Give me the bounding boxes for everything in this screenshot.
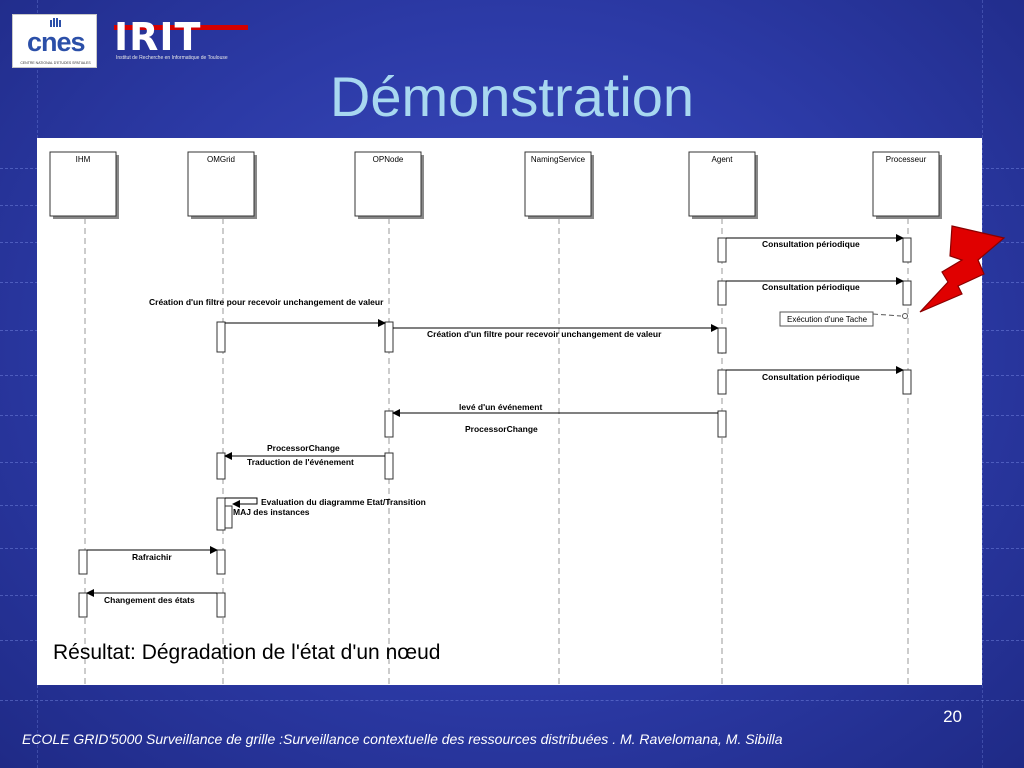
activation-bar xyxy=(216,592,226,618)
lifeline-box-namingservice xyxy=(524,151,592,217)
activation-bar xyxy=(717,280,727,306)
note-connector xyxy=(872,313,902,317)
activation-bar xyxy=(384,452,394,480)
irit-logo: IRIT Institut de Recherche en Informatiq… xyxy=(114,15,248,64)
grid-line xyxy=(982,0,983,768)
activation-bar xyxy=(902,369,912,395)
lifeline-label-agent: Agent xyxy=(712,155,734,164)
message-label: Création d'un filtre pour recevoir uncha… xyxy=(149,297,384,307)
activation-bar xyxy=(224,505,233,529)
lightning-bolt-icon xyxy=(919,225,1006,313)
activation-bar xyxy=(902,237,912,263)
cnes-logo-tagline: CENTRE NATIONAL D'ETUDES SPATIALES xyxy=(20,61,91,65)
cnes-logo: cnes CENTRE NATIONAL D'ETUDES SPATIALES xyxy=(12,14,97,68)
self-message-arrow xyxy=(225,497,258,508)
message-label: Création d'un filtre pour recevoir uncha… xyxy=(427,329,662,339)
slide-title: Démonstration xyxy=(329,65,695,128)
message-label: Consultation périodique xyxy=(762,239,860,249)
lifeline-label-opnode: OPNode xyxy=(373,155,404,164)
result-text: Résultat: Dégradation de l'état d'un nœu… xyxy=(53,641,441,664)
lifeline-box-opnode xyxy=(354,151,422,217)
cnes-logo-word: cnes xyxy=(27,27,86,57)
activation-bar xyxy=(902,280,912,306)
message-label: levé d'un événement xyxy=(459,402,542,412)
activation-bar xyxy=(717,237,727,263)
irit-logo-word: IRIT xyxy=(114,15,202,59)
grid-line xyxy=(0,700,1024,701)
message-label: ProcessorChange xyxy=(267,443,340,453)
message-label: Consultation périodique xyxy=(762,282,860,292)
irit-logo-bar xyxy=(114,25,248,30)
message-label: ProcessorChange xyxy=(465,424,538,434)
note-box xyxy=(779,311,874,327)
activation-bar xyxy=(216,549,226,575)
activation-bar xyxy=(78,549,88,575)
activation-bar xyxy=(384,321,394,353)
note-label: Exécution d'une Tache xyxy=(787,315,868,324)
activation-bar xyxy=(216,321,226,353)
sequence-diagram-canvas: .box { fill: #fff; stroke: #333; stroke-… xyxy=(49,151,942,685)
activation-bar xyxy=(384,410,394,438)
lifeline-box-ihm xyxy=(49,151,117,217)
irit-logo-tagline: Institut de Recherche en Informatique de… xyxy=(116,55,228,61)
activation-bar xyxy=(717,410,727,438)
lifeline-label-processeur: Processeur xyxy=(886,155,927,164)
lifeline-label-omgrid: OMGrid xyxy=(207,155,235,164)
activation-bar xyxy=(717,327,727,354)
message-label: MAJ des instances xyxy=(233,507,310,517)
message-label: Rafraichir xyxy=(132,552,172,562)
activation-bar xyxy=(216,452,226,480)
message-label: Consultation périodique xyxy=(762,372,860,382)
cnes-logo-mark xyxy=(50,18,61,27)
note-anchor xyxy=(902,313,908,319)
activation-bar xyxy=(78,592,88,618)
page-number: 20 xyxy=(943,707,962,726)
lifeline-box-omgrid xyxy=(187,151,255,217)
activation-bar xyxy=(216,497,226,531)
footer-text: ECOLE GRID'5000 Surveillance de grille :… xyxy=(22,731,783,747)
sequence-diagram: .box { fill: #fff; stroke: #333; stroke-… xyxy=(37,138,982,685)
message-label: Changement des états xyxy=(104,595,195,605)
lifeline-label-namingservice: NamingService xyxy=(531,155,586,164)
lifeline-box-processeur xyxy=(872,151,940,217)
message-label: Traduction de l'événement xyxy=(247,457,354,467)
activation-bar xyxy=(717,369,727,395)
lifeline-box-agent xyxy=(688,151,756,217)
lifeline-label-ihm: IHM xyxy=(76,155,91,164)
message-label: Evaluation du diagramme Etat/Transition xyxy=(261,497,426,507)
